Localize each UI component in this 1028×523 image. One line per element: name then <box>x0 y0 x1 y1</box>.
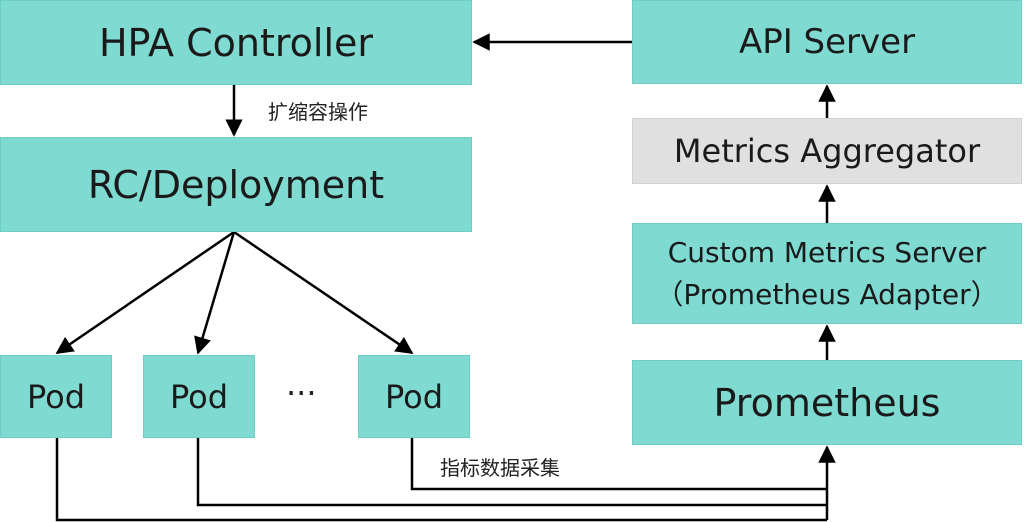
custom-metrics-server-line1: Custom Metrics Server <box>667 235 987 269</box>
collect-line-pod-2 <box>196 438 827 507</box>
rc-deployment-box: RC/Deployment <box>0 137 472 232</box>
rc-deployment-label: RC/Deployment <box>87 162 385 207</box>
hpa-controller-box: HPA Controller <box>0 0 472 85</box>
api-server-label: API Server <box>738 22 916 62</box>
pod-box-1: Pod <box>0 355 112 438</box>
arrow-rc-to-pod-2 <box>194 231 236 355</box>
arrow-rc-to-pod-1 <box>55 230 235 355</box>
custom-metrics-server-box: Custom Metrics Server （Prometheus Adapte… <box>632 223 1022 324</box>
metrics-aggregator-box: Metrics Aggregator <box>632 118 1022 184</box>
pod-label-1: Pod <box>26 377 86 416</box>
metrics-aggregator-label: Metrics Aggregator <box>673 132 981 170</box>
pod-box-3: Pod <box>358 355 470 438</box>
arrow-rc-to-pod-3 <box>233 230 414 355</box>
scale-operation-label: 扩缩容操作 <box>268 100 368 124</box>
pod-label-3: Pod <box>384 377 444 416</box>
collect-line-pod-3 <box>410 438 827 491</box>
metrics-collection-label: 指标数据采集 <box>440 456 560 480</box>
hpa-controller-label: HPA Controller <box>98 20 374 65</box>
prometheus-label: Prometheus <box>713 380 941 425</box>
prometheus-box: Prometheus <box>632 360 1022 445</box>
collect-line-pod-1 <box>55 438 827 522</box>
pod-label-2: Pod <box>169 377 229 416</box>
custom-metrics-server-line2: （Prometheus Adapter） <box>655 277 999 311</box>
pod-ellipsis: ··· <box>286 374 317 412</box>
pod-box-2: Pod <box>143 355 255 438</box>
api-server-box: API Server <box>632 0 1022 84</box>
custom-metrics-server-text: Custom Metrics Server （Prometheus Adapte… <box>655 232 998 316</box>
